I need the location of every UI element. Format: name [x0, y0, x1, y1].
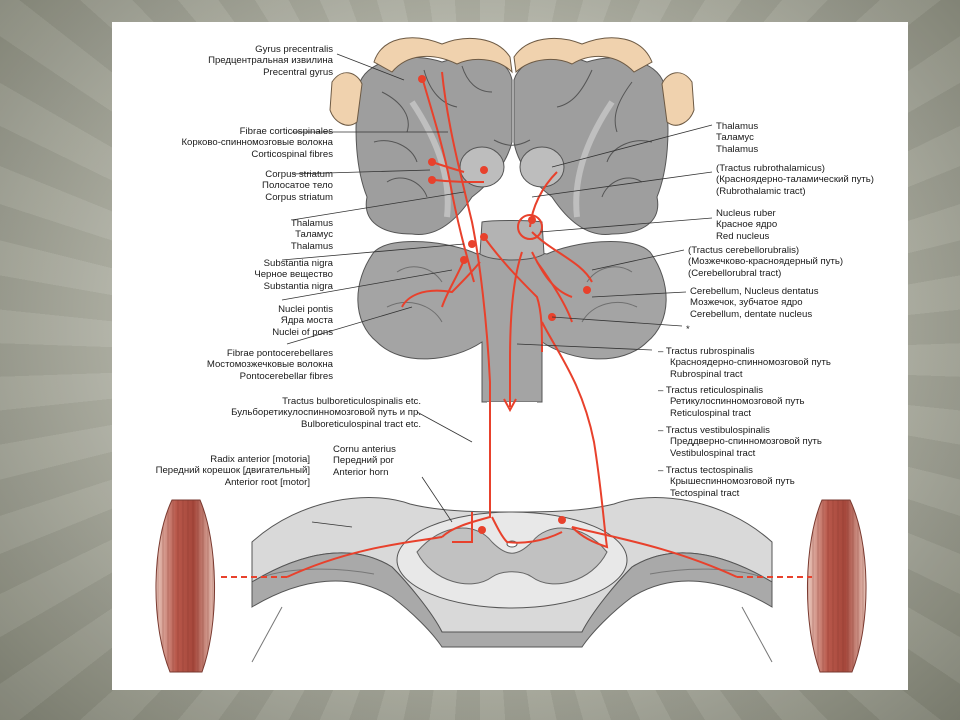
label-dentate-nucleus: Cerebellum, Nucleus dentatus Мозжечок, з…: [690, 286, 819, 320]
label-bulboreticulospinal-tract: Tractus bulboreticulospinalis etc. Бульб…: [231, 396, 421, 430]
label-thalamus-left: Thalamus Таламус Thalamus: [290, 218, 333, 252]
label-corpus-striatum: Corpus striatum Полосатое тело Corpus st…: [262, 169, 333, 203]
label-substantia-nigra: Substantia nigra Черное вещество Substan…: [254, 258, 333, 292]
label-precentral-gyrus: Gyrus precentralis Предцентральная извил…: [208, 44, 333, 78]
label-corticospinal-fibres: Fibrae corticospinales Корково-спинномоз…: [181, 126, 333, 160]
cortex-slabs: [329, 37, 695, 126]
motor-pathways: [217, 71, 812, 578]
cerebral-hemispheres: [355, 56, 669, 236]
label-rubrospinal-tract: – Tractus rubrospinalis Красноядерно-спи…: [658, 346, 831, 380]
motor-pathways-diagram: [155, 37, 867, 673]
label-tectospinal-tract: – Tractus tectospinalis Крышеспинномозго…: [658, 465, 795, 499]
descending-arrow-icon: [503, 382, 517, 413]
label-anterior-horn: Cornu anterius Передний рог Anterior hor…: [333, 444, 396, 478]
muscle-left: [155, 499, 215, 673]
label-reticulospinal-tract: – Tractus reticulospinalis Ретикулоспинн…: [658, 385, 805, 419]
spinal-cord-section: [251, 497, 773, 663]
leader-lines: [281, 53, 713, 528]
label-cerebellorubral-tract: (Tractus cerebellorubralis) (Мозжечково-…: [688, 245, 844, 279]
label-vestibulospinal-tract: – Tractus vestibulospinalis Преддверно-с…: [658, 425, 822, 459]
label-pontocerebellar-fibres: Fibrae pontocerebellares Мостомозжечковы…: [206, 348, 333, 382]
pathway-nuclei: [418, 75, 591, 534]
label-red-nucleus: Nucleus ruber Красное ядро Red nucleus: [716, 208, 778, 242]
brainstem-cerebellum: [357, 220, 667, 502]
muscle-right: [807, 499, 867, 673]
red-nucleus-ring: [517, 214, 543, 240]
diagram-sheet: Gyrus precentralis Предцентральная извил…: [112, 22, 908, 690]
label-anterior-root: Radix anterior [motoria] Передний корешо…: [155, 454, 310, 488]
label-asterisk: *: [686, 324, 690, 335]
label-rubrothalamic-tract: (Tractus rubrothalamicus) (Красноядерно-…: [716, 163, 874, 197]
label-nuclei-pontis: Nuclei pontis Ядра моста Nuclei of pons: [272, 304, 333, 338]
label-thalamus-right: Thalamus Таламус Thalamus: [716, 121, 759, 155]
